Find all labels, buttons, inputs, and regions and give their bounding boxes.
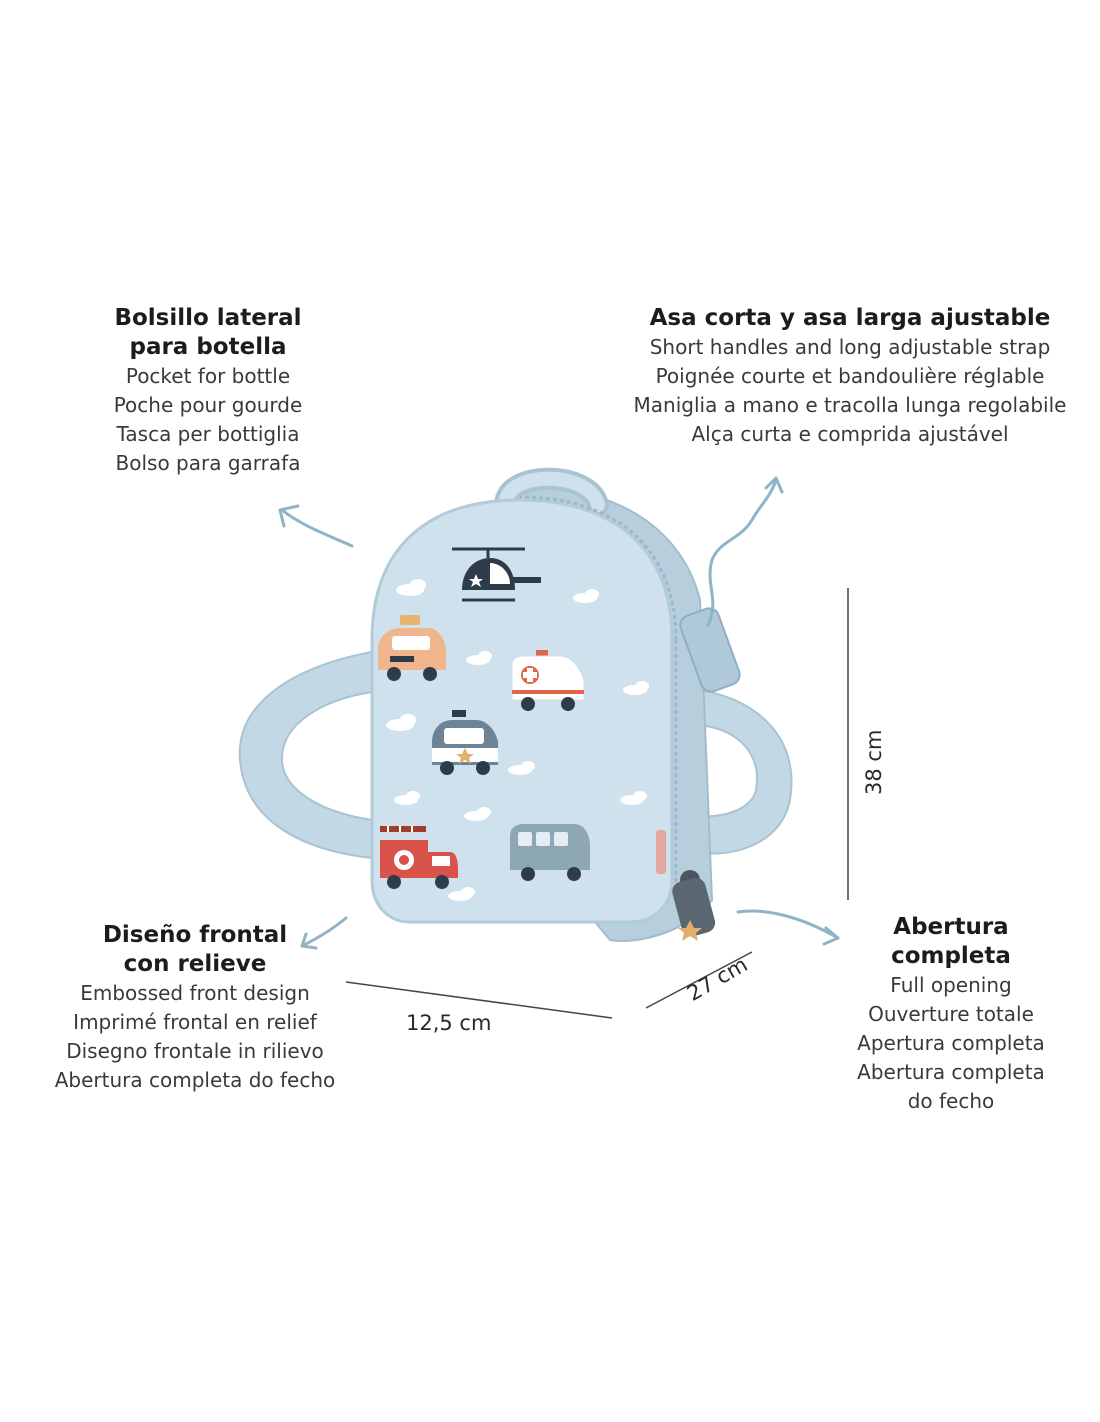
helicopter-icon bbox=[452, 547, 541, 602]
callout-line: Tasca per bottiglia bbox=[116, 422, 300, 446]
callout-title: Diseño frontal bbox=[102, 922, 288, 948]
callout-line: Embossed front design bbox=[80, 981, 310, 1005]
callout-line: Poche pour gourde bbox=[113, 393, 303, 417]
zipper bbox=[519, 495, 678, 641]
dimension-line-width bbox=[345, 981, 613, 1019]
arrow-opening-head bbox=[822, 926, 840, 946]
arrow-strap bbox=[706, 478, 778, 627]
dimension-width-label: 12,5 cm bbox=[406, 1011, 492, 1035]
callout-line: Ouverture totale bbox=[868, 1002, 1034, 1026]
police-car-icon bbox=[432, 710, 498, 775]
callout-title: para botella bbox=[129, 334, 287, 360]
callout-bottle-pocket: Bolsillo lateral para botella Pocket for… bbox=[98, 304, 318, 478]
callout-line: Abertura completa bbox=[857, 1060, 1045, 1084]
callout-line: Short handles and long adjustable strap bbox=[649, 335, 1051, 359]
shoulder-strap-left bbox=[238, 650, 373, 860]
arrow-opening bbox=[736, 909, 840, 940]
cloud-icon bbox=[386, 579, 649, 901]
callout-title: Abertura bbox=[893, 914, 1009, 940]
callout-full-opening: Abertura completa Full opening Ouverture… bbox=[836, 913, 1066, 1116]
arrow-strap-head bbox=[764, 476, 784, 494]
callout-handles-strap: Asa corta y asa larga ajustable Short ha… bbox=[620, 304, 1080, 449]
callout-line: Apertura completa bbox=[857, 1031, 1045, 1055]
bag-front-shell bbox=[370, 498, 674, 924]
dimension-line-depth bbox=[645, 951, 753, 1009]
callout-title: Bolsillo lateral bbox=[114, 305, 302, 331]
callout-title: Asa corta y asa larga ajustable bbox=[649, 305, 1051, 331]
callout-title: completa bbox=[891, 943, 1011, 969]
arrow-pocket bbox=[280, 508, 354, 548]
ambulance-icon bbox=[511, 650, 585, 711]
zipper-pull bbox=[672, 870, 716, 941]
fire-truck-icon bbox=[380, 826, 458, 889]
callout-title: con relieve bbox=[123, 951, 267, 977]
arrow-emboss bbox=[300, 916, 348, 948]
bus-icon bbox=[510, 824, 590, 881]
callout-line: Pocket for bottle bbox=[125, 364, 291, 388]
callout-line: do fecho bbox=[907, 1089, 995, 1113]
callout-line: Disegno frontale in rilievo bbox=[66, 1039, 324, 1063]
brand-tag bbox=[656, 830, 666, 874]
callout-embossed-front: Diseño frontal con relieve Embossed fron… bbox=[40, 921, 350, 1095]
callout-line: Bolso para garrafa bbox=[115, 451, 301, 475]
callout-line: Abertura completa do fecho bbox=[54, 1068, 336, 1092]
callout-line: Alça curta e comprida ajustável bbox=[691, 422, 1009, 446]
callout-line: Full opening bbox=[890, 973, 1012, 997]
strap-buckle bbox=[679, 607, 741, 693]
callout-line: Imprimé frontal en relief bbox=[73, 1010, 317, 1034]
callout-line: Poignée courte et bandoulière réglable bbox=[655, 364, 1045, 388]
callout-line: Maniglia a mano e tracolla lunga regolab… bbox=[633, 393, 1067, 417]
arrow-pocket-head bbox=[278, 504, 300, 528]
dimension-height-label: 38 cm bbox=[862, 729, 886, 795]
taxi-icon bbox=[378, 615, 446, 681]
arrow-emboss-head bbox=[300, 932, 318, 950]
